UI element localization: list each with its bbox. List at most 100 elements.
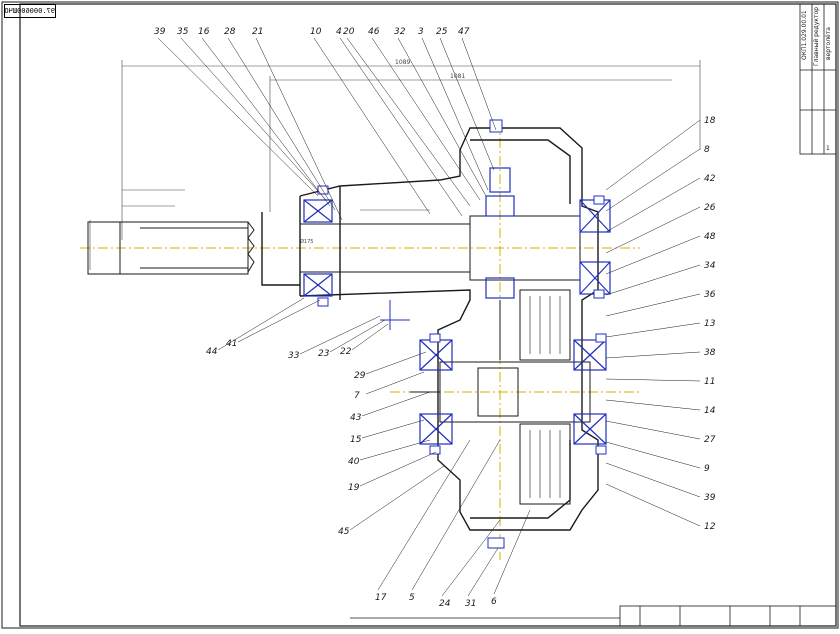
leader-line — [605, 378, 701, 382]
leader-line — [605, 206, 701, 254]
callout-number-left: 44 — [206, 347, 218, 357]
leader-line — [237, 299, 321, 343]
leader-line — [605, 420, 701, 440]
leader-line — [365, 371, 425, 395]
dimension-lines — [89, 60, 701, 270]
callout-number-left: 29 — [354, 371, 366, 381]
callout-number-right: 42 — [704, 174, 716, 184]
inner-frame — [19, 3, 837, 627]
callout-number-top: 46 — [368, 27, 380, 37]
callout-number-bottom: 5 — [409, 593, 415, 603]
leader-line — [255, 37, 343, 221]
dim-shaft: Ø175 — [300, 238, 313, 245]
title-line-3: вертолёта — [825, 27, 832, 60]
leader-line — [605, 148, 701, 212]
callout-number-bottom: 24 — [439, 599, 451, 609]
callout-number-left: 23 — [318, 349, 330, 359]
leader-line — [157, 37, 319, 197]
leader-line — [397, 37, 487, 197]
leader-line — [339, 37, 463, 217]
leader-line — [605, 235, 701, 275]
callout-number-bottom: 31 — [465, 599, 476, 609]
leader-line — [605, 399, 701, 411]
leader-line — [217, 297, 305, 351]
callout-number-top: 3 — [418, 27, 424, 37]
callout-number-left: 19 — [348, 483, 360, 493]
callout-number-left: 22 — [340, 347, 352, 357]
leader-line — [377, 439, 471, 591]
callout-number-right: 26 — [704, 203, 716, 213]
callout-number-top: 21 — [252, 27, 263, 37]
callout-number-left: 33 — [288, 351, 300, 361]
leader-line — [359, 439, 431, 461]
callout-number-right: 27 — [704, 435, 716, 445]
leader-line — [605, 177, 701, 233]
leader-line — [605, 441, 701, 469]
leader-line — [605, 351, 701, 359]
callout-number-bottom: 6 — [491, 597, 497, 607]
callout-number-top: 39 — [154, 27, 166, 37]
leader-line — [329, 319, 386, 353]
callout-number-right: 8 — [704, 145, 710, 155]
centre-axes — [80, 120, 640, 560]
callout-number-right: 14 — [704, 406, 716, 416]
leader-line — [359, 451, 437, 487]
callout-number-top: 32 — [394, 27, 406, 37]
callout-number-right: 11 — [704, 377, 715, 387]
leader-line — [346, 37, 471, 207]
callout-number-right: 34 — [704, 261, 716, 271]
gearbox-housing — [261, 127, 599, 531]
leader-line — [299, 315, 381, 355]
callout-number-left: 15 — [350, 435, 362, 445]
sheet-number: 1 — [826, 145, 830, 152]
input-shaft — [87, 221, 255, 275]
callout-number-top: 25 — [436, 27, 448, 37]
callout-number-top: 20 — [343, 27, 355, 37]
leader-line — [371, 37, 481, 201]
leader-line — [313, 37, 431, 215]
leader-line — [361, 391, 431, 417]
title-line-2: Главный редуктор — [813, 7, 820, 66]
callout-number-right: 13 — [704, 319, 716, 329]
leader-line — [605, 119, 701, 191]
document-code: 97.000600ШЧО — [4, 4, 56, 18]
fasteners — [317, 119, 607, 549]
leader-line — [439, 37, 495, 171]
leader-line — [461, 37, 497, 131]
leader-line — [201, 37, 331, 207]
callout-number-left: 45 — [338, 527, 350, 537]
callout-number-top: 28 — [224, 27, 236, 37]
callout-number-left: 40 — [348, 457, 360, 467]
callout-leaders — [157, 37, 701, 597]
callout-number-right: 9 — [704, 464, 710, 474]
leader-line — [180, 37, 327, 201]
callout-number-left: 7 — [354, 391, 360, 401]
leader-line — [365, 351, 427, 375]
callout-number-right: 18 — [704, 116, 716, 126]
callout-number-bottom: 17 — [375, 593, 387, 603]
leader-line — [361, 419, 425, 439]
dim-overall: 1089 — [395, 59, 410, 66]
leader-line — [605, 293, 701, 317]
title-line-1: ОКП1.029.00.01 — [801, 10, 808, 60]
callout-number-right: 48 — [704, 232, 716, 242]
leader-line — [605, 462, 701, 498]
leader-line — [227, 37, 336, 211]
title-block — [350, 3, 837, 627]
leader-line — [467, 547, 499, 597]
leader-line — [421, 37, 489, 191]
leader-line — [411, 439, 501, 591]
callout-number-right: 12 — [704, 522, 716, 532]
callout-number-top: 16 — [198, 27, 210, 37]
callout-number-top: 10 — [310, 27, 322, 37]
bearings — [303, 167, 611, 445]
callout-number-top: 35 — [177, 27, 189, 37]
callout-number-right: 38 — [704, 348, 716, 358]
callout-number-left: 43 — [350, 413, 362, 423]
leader-line — [605, 483, 701, 527]
callout-number-top: 4 — [336, 27, 342, 37]
callout-number-right: 36 — [704, 290, 716, 300]
